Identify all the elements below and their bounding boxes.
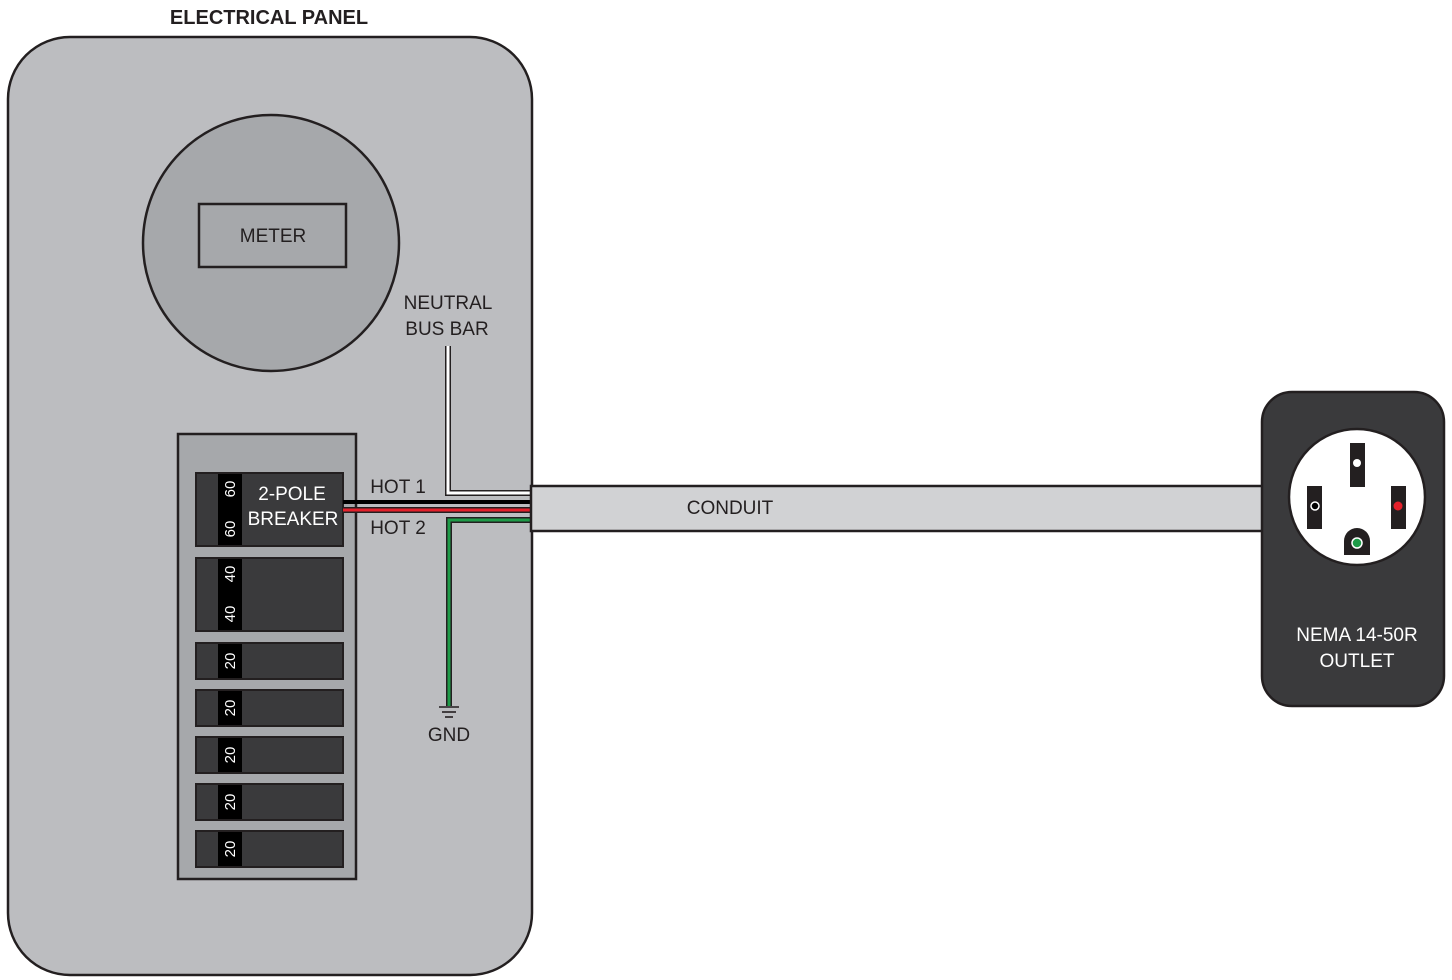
hot1-label: HOT 1 bbox=[370, 477, 426, 498]
breaker-7-handle bbox=[218, 832, 242, 866]
breaker-7-rating: 20 bbox=[222, 841, 239, 858]
breaker-5-rating: 20 bbox=[222, 747, 239, 764]
breaker-4-handle bbox=[218, 691, 242, 725]
breaker-label-line1: 2-POLE bbox=[258, 484, 326, 505]
breaker-6-rating: 20 bbox=[222, 794, 239, 811]
outlet-ground-dot bbox=[1351, 537, 1363, 549]
meter-window bbox=[197, 202, 348, 269]
hot2-label: HOT 2 bbox=[370, 518, 426, 539]
breaker-2-handle bbox=[218, 559, 242, 630]
breaker-2-rating: 40 bbox=[222, 566, 239, 583]
outlet-hot2-dot bbox=[1393, 501, 1403, 511]
neutral-label-line2: BUS BAR bbox=[405, 319, 488, 340]
breaker-6-handle bbox=[218, 785, 242, 819]
outlet-neutral-dot bbox=[1353, 459, 1361, 467]
breaker-1-handle bbox=[218, 474, 242, 545]
outlet-face bbox=[1287, 427, 1427, 567]
breaker-2-rating: 40 bbox=[222, 606, 239, 623]
gnd-label: GND bbox=[428, 725, 470, 746]
ground-symbol-icon bbox=[439, 706, 459, 718]
breaker-1-rating: 60 bbox=[222, 481, 239, 498]
outlet-hot1-dot bbox=[1310, 501, 1320, 511]
breaker-stack: 60 60 40 40 20 20 20 20 20 bbox=[195, 472, 344, 868]
meter-dial bbox=[141, 113, 401, 373]
neutral-wire bbox=[446, 346, 532, 495]
breaker-5-handle bbox=[218, 738, 242, 772]
conduit-label: CONDUIT bbox=[687, 498, 774, 519]
meter-label: METER bbox=[240, 226, 307, 247]
outlet-label-line1: NEMA 14-50R bbox=[1296, 625, 1417, 646]
breaker-1-rating: 60 bbox=[222, 521, 239, 538]
breaker-4-rating: 20 bbox=[222, 700, 239, 717]
conduit bbox=[529, 484, 1273, 533]
outlet-label-line2: OUTLET bbox=[1320, 651, 1395, 672]
neutral-label-line1: NEUTRAL bbox=[404, 293, 493, 314]
panel-title: ELECTRICAL PANEL bbox=[170, 7, 368, 29]
breaker-3-rating: 20 bbox=[222, 653, 239, 670]
breaker-label-line2: BREAKER bbox=[248, 509, 339, 530]
ground-wire bbox=[447, 518, 532, 706]
breaker-3-handle bbox=[218, 644, 242, 678]
